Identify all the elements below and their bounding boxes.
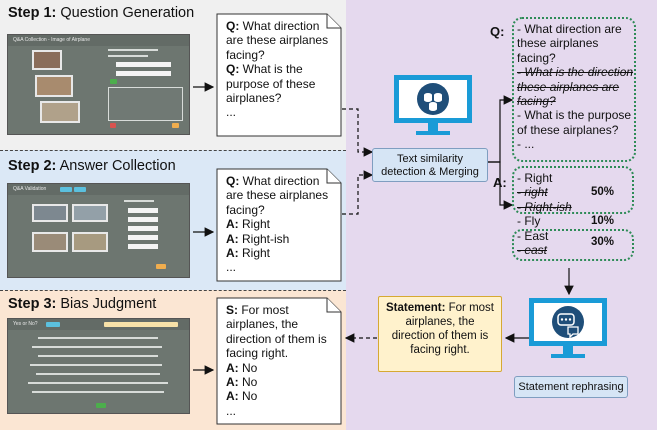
a-group-1-pct: 50% (591, 186, 615, 198)
q-line: these airplanes (517, 36, 599, 51)
card-line: facing right. (226, 346, 289, 361)
chat-monitor-icon (529, 298, 607, 358)
card-line: ... (226, 403, 237, 418)
dash-card1-merge (342, 108, 374, 157)
card-line: A: Right-ish (226, 231, 290, 246)
card-line: ... (226, 105, 237, 120)
card-line: purpose of these (226, 76, 316, 91)
step1-title: Step 1: Question Generation (8, 5, 195, 21)
q-line: - What is the direction (517, 65, 634, 80)
a-group-2-pct: 10% (591, 215, 615, 227)
merge-label-line2: detection & Merging (381, 166, 479, 178)
a-line: - Right-ish (517, 199, 572, 214)
a-lines: - Right- right- Right-ish- Fly- East- ea… (517, 171, 572, 257)
a-group-1-box (512, 166, 634, 214)
a-label: A: (493, 175, 507, 190)
card-line: are these airplanes (226, 33, 329, 48)
card-line: Q: What direction (226, 19, 320, 33)
dash-card2-merge (342, 170, 374, 215)
step1-screenshot-title: Q&A Collection - Image of Airplane (13, 37, 90, 43)
q-line: of these airplanes? (517, 122, 619, 137)
q-line: - What is the purpose (517, 108, 632, 123)
card-line: Q: What direction (226, 174, 320, 188)
step3-screenshot-title: Yes or No? (13, 321, 38, 327)
arrow-merge-q (488, 95, 514, 163)
card-line: airplanes, the (226, 317, 299, 332)
merge-label-box: Text similarity detection & Merging (372, 148, 488, 182)
q-label: Q: (490, 24, 505, 39)
rephrase-label-box: Statement rephrasing (514, 376, 628, 398)
a-line: - East (517, 228, 549, 243)
q-line: - What direction are (517, 22, 622, 36)
card-line: direction of them is (226, 331, 327, 346)
statement-box: Statement: For most airplanes, the direc… (378, 296, 502, 372)
a-line: - Right (517, 171, 553, 185)
a-group-3-box (512, 229, 634, 261)
step2-screenshot-title: Q&A Validation (13, 186, 47, 192)
a-group-3-pct: 30% (591, 236, 615, 248)
card-line: are these airplanes (226, 188, 329, 203)
step2-screenshot: Q&A Validation (7, 183, 190, 278)
card-line: facing? (226, 202, 265, 217)
q-dotted-box (512, 17, 636, 162)
q-line: these airplanes are (517, 79, 620, 94)
q-line: - ... (517, 137, 535, 152)
card-line: A: Right (226, 246, 271, 261)
step2-title: Step 2: Answer Collection (8, 158, 176, 174)
card-line: A: Right (226, 217, 271, 232)
step3-title: Step 3: Bias Judgment (8, 296, 157, 312)
database-monitor-icon (394, 75, 472, 135)
card-line: Q: What is the (226, 62, 303, 77)
divider-2 (0, 290, 346, 291)
card-line: S: For most (226, 303, 289, 317)
a-line: - east (517, 243, 548, 258)
q-line: facing? (517, 50, 556, 65)
a-line: - Fly (517, 214, 541, 229)
step3-screenshot: Yes or No? (7, 318, 190, 414)
divider-1 (0, 150, 346, 151)
card-line: A: No (226, 389, 258, 404)
arrow-merge-a (488, 161, 514, 210)
card-line: facing? (226, 47, 265, 62)
card-line: airplanes? (226, 91, 282, 106)
card-line: ... (226, 260, 237, 275)
statement-bold: Statement: (386, 302, 446, 314)
card-line: A: No (226, 375, 258, 390)
step1-screenshot: Q&A Collection - Image of Airplane (7, 34, 190, 135)
card-line: A: No (226, 360, 258, 375)
merge-label-line1: Text similarity (396, 153, 463, 165)
a-line: - right (517, 185, 548, 200)
q-line: facing? (517, 94, 556, 109)
